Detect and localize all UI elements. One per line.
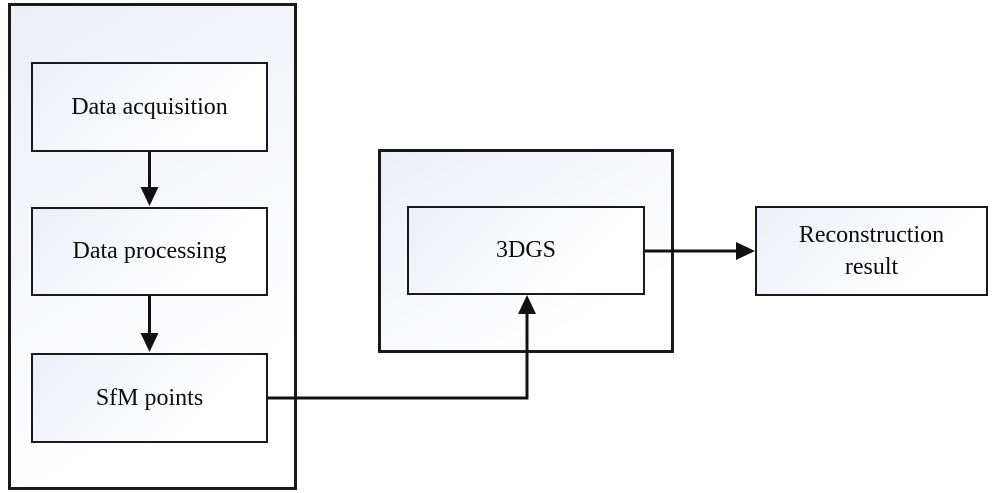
- node-3dgs-label: 3DGS: [495, 237, 556, 264]
- node-data-processing: Data processing: [31, 207, 268, 296]
- node-data-acquisition-label: Data acquisition: [71, 93, 228, 120]
- node-reconstruction-result: Reconstruction result: [755, 206, 988, 296]
- node-data-acquisition: Data acquisition: [31, 62, 268, 152]
- node-3dgs: 3DGS: [407, 206, 645, 295]
- node-sfm-points-label: SfM points: [95, 384, 204, 411]
- node-data-processing-label: Data processing: [72, 238, 227, 265]
- node-reconstruction-result-label: Reconstruction result: [798, 221, 945, 280]
- node-sfm-points: SfM points: [31, 353, 268, 443]
